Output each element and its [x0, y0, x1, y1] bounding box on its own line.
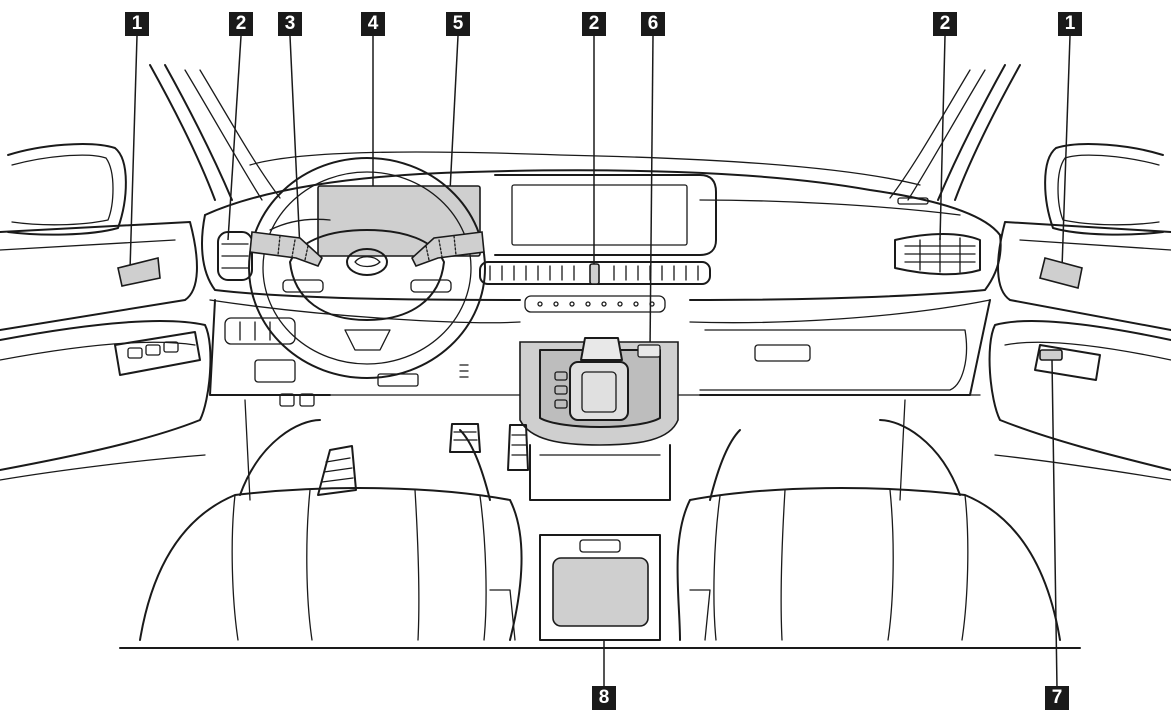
callout-2-left: 2 — [229, 12, 253, 36]
seat-left — [139, 419, 523, 641]
air-vent-center — [479, 261, 711, 285]
left-dash-switches — [224, 317, 469, 407]
stalk-right — [411, 231, 485, 267]
callout-7: 7 — [1045, 686, 1069, 710]
pillars — [149, 64, 1021, 201]
callout-1-right: 1 — [1058, 12, 1082, 36]
callout-6: 6 — [641, 12, 665, 36]
air-vent-right — [894, 233, 981, 276]
storage-bin — [539, 534, 661, 641]
stalk-left — [249, 231, 323, 267]
steering-wheel — [248, 157, 486, 379]
door-left — [0, 221, 212, 481]
callout-2-center: 2 — [582, 12, 606, 36]
callout-4: 4 — [361, 12, 385, 36]
callout-2-right: 2 — [933, 12, 957, 36]
climate-controls — [524, 295, 666, 313]
air-vent-left — [217, 231, 253, 281]
center-console — [519, 337, 679, 501]
callout-1-left: 1 — [125, 12, 149, 36]
side-mirror-right — [1044, 143, 1164, 236]
seat-right — [676, 419, 1061, 641]
callout-8: 8 — [592, 686, 616, 710]
leader-lines — [129, 35, 1071, 689]
side-mirror-left — [7, 143, 127, 236]
callout-3: 3 — [278, 12, 302, 36]
pedals — [244, 399, 906, 501]
callout-5: 5 — [446, 12, 470, 36]
door-right — [988, 221, 1171, 481]
center-display — [494, 174, 717, 256]
